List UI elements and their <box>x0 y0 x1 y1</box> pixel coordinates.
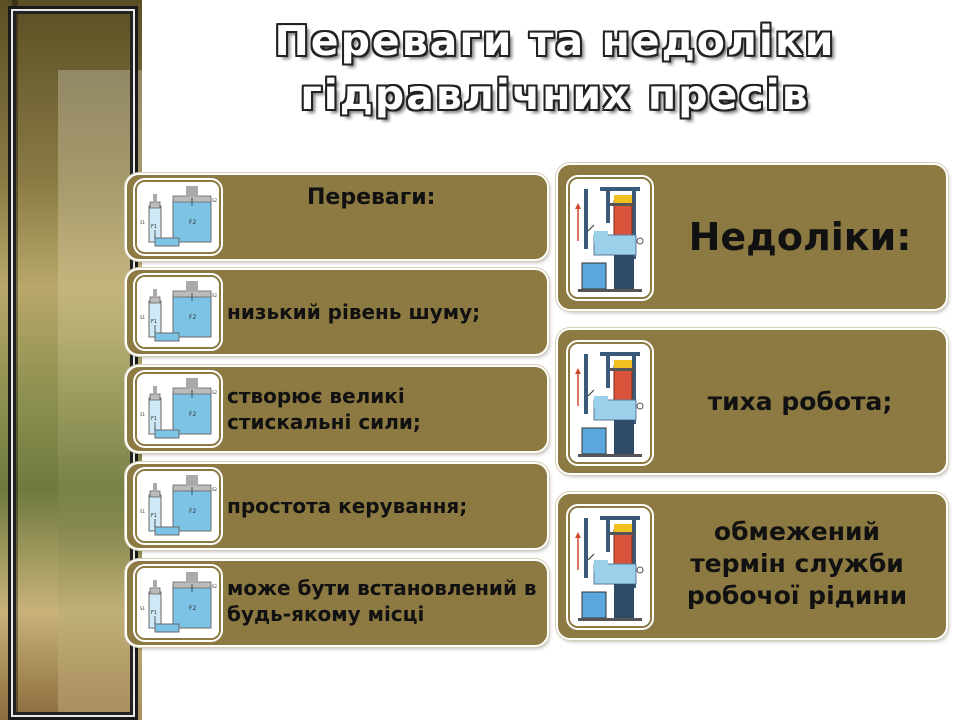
advantage-item-4: може бути встановлений в будь-якому місц… <box>127 561 547 645</box>
hydraulic-press-machine-icon <box>568 177 652 299</box>
disadvantages-heading-card: Недоліки: <box>558 165 946 309</box>
hydraulic-press-diagram-icon <box>135 566 221 640</box>
decorative-side-panel <box>0 0 142 720</box>
disadvantage-item-2: обмежений термін служби робочої рідини <box>558 494 946 638</box>
hydraulic-press-diagram-icon <box>135 469 221 543</box>
advantage-item-label: створює великі стискальні сили; <box>227 384 421 434</box>
decorative-stripe <box>12 0 18 720</box>
advantage-item-label: може бути встановлений в будь-якому місц… <box>227 576 537 626</box>
advantage-item-label: низький рівень шуму; <box>227 300 481 324</box>
advantage-item-3: простота керування; <box>127 464 547 548</box>
disadvantages-heading: Недоліки: <box>688 215 912 259</box>
advantages-heading-card: Переваги: <box>127 175 547 259</box>
disadvantage-item-label: тиха робота; <box>707 387 893 416</box>
hydraulic-press-machine-icon <box>568 506 652 628</box>
page-title: Переваги та недоліки гідравлічних пресів <box>150 14 960 122</box>
hydraulic-press-diagram-icon <box>135 275 221 349</box>
advantage-item-1: низький рівень шуму; <box>127 270 547 354</box>
disadvantage-item-label: обмежений термін служби робочої рідини <box>686 517 908 610</box>
advantage-item-label: простота керування; <box>227 494 468 518</box>
advantage-item-2: створює великі стискальні сили; <box>127 367 547 451</box>
title-line-1: Переваги та недоліки <box>274 17 836 65</box>
hydraulic-press-machine-icon <box>568 342 652 464</box>
hydraulic-press-diagram-icon <box>135 372 221 446</box>
decorative-frame <box>8 6 138 720</box>
advantages-heading: Переваги: <box>307 185 436 210</box>
disadvantage-item-1: тиха робота; <box>558 330 946 473</box>
hydraulic-press-diagram-icon <box>135 180 221 254</box>
title-line-2: гідравлічних пресів <box>300 71 810 119</box>
